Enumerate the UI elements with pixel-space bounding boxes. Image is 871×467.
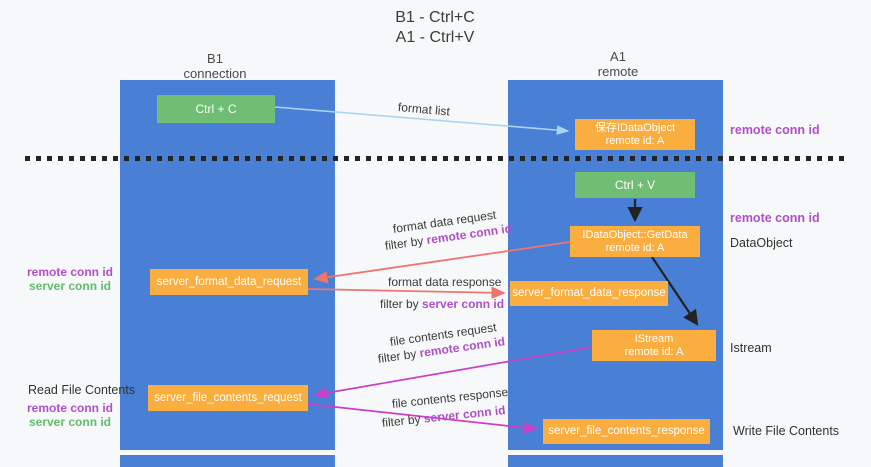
- read-file-contents-annotation: Read File Contents: [28, 383, 136, 397]
- istream-node-label: IStream: [634, 332, 674, 345]
- lane-a1-subtitle: remote: [597, 64, 639, 79]
- idataobject-getdata-node: IDataObject::GetData remote id: A: [570, 226, 700, 257]
- filter-by-text-2: filter by: [380, 297, 419, 311]
- dataobject-annotation: DataObject: [730, 236, 793, 250]
- lane-b1-title: B1: [207, 51, 223, 66]
- remote-conn-id-annotation-1: remote conn id: [730, 123, 820, 137]
- lane-b1-subtitle: connection: [183, 66, 247, 81]
- server-format-data-request-label: server_format_data_request: [156, 275, 302, 288]
- remote-conn-id-annotation-left-1: remote conn id: [26, 265, 113, 279]
- remote-conn-id-annotation-2: remote conn id: [730, 211, 820, 225]
- format-list-arrow-label: format list: [397, 100, 451, 119]
- ctrl-c-node: Ctrl + C: [157, 95, 275, 123]
- filter-by-text-3: filter by: [377, 346, 418, 366]
- write-file-contents-annotation: Write File Contents: [733, 424, 840, 438]
- ctrl-v-node: Ctrl + V: [575, 172, 695, 198]
- save-idataobject-remote-id: remote id: A: [605, 134, 665, 147]
- server-format-data-response-label: server_format_data_response: [512, 287, 666, 299]
- ctrl-c-label: Ctrl + C: [195, 102, 237, 116]
- istream-remote-id: remote id: A: [624, 345, 684, 358]
- filter-by-text-4: filter by: [381, 411, 422, 430]
- save-idataobject-node: 保存IDataObject remote id: A: [575, 119, 695, 150]
- filter-by-server-conn-id-label-1: filter by server conn id: [380, 297, 504, 311]
- left-conn-id-stack-2: remote conn id server conn id: [20, 401, 120, 429]
- title-line-2: A1 - Ctrl+V: [395, 29, 475, 46]
- server-file-contents-response-node: server_file_contents_response: [543, 419, 710, 444]
- getdata-remote-id: remote id: A: [605, 241, 665, 254]
- server-format-data-response-node: server_format_data_response: [510, 281, 668, 306]
- server-conn-id-annotation-left-1: server conn id: [28, 279, 112, 293]
- lane-a1-bottom-strip: [508, 455, 723, 467]
- lane-header-b1: B1 connection: [150, 51, 280, 81]
- istream-annotation: Istream: [730, 341, 772, 355]
- server-file-contents-request-label: server_file_contents_request: [154, 391, 302, 404]
- save-idataobject-label: 保存IDataObject: [594, 121, 676, 134]
- lane-header-a1: A1 remote: [553, 49, 683, 79]
- remote-conn-id-annotation-left-2: remote conn id: [26, 401, 113, 415]
- ctrl-v-label: Ctrl + V: [614, 178, 656, 192]
- server-file-contents-request-node: server_file_contents_request: [148, 385, 308, 411]
- left-conn-id-stack-1: remote conn id server conn id: [20, 265, 120, 293]
- getdata-label: IDataObject::GetData: [582, 228, 688, 241]
- title-line-1: B1 - Ctrl+C: [395, 9, 475, 26]
- server-conn-id-filter-text-1: server conn id: [422, 297, 505, 311]
- format-data-response-arrow-label: format data response: [388, 275, 502, 289]
- format-data-response-arrow: [307, 286, 506, 300]
- istream-node: IStream remote id: A: [592, 330, 716, 361]
- dashed-separator-line: [25, 156, 845, 161]
- server-file-contents-response-label: server_file_contents_response: [548, 425, 705, 437]
- filter-by-text: filter by: [384, 233, 425, 253]
- lane-a1-title: A1: [610, 49, 626, 64]
- server-conn-id-annotation-left-2: server conn id: [28, 415, 112, 429]
- lane-b1-bottom-strip: [120, 455, 335, 467]
- server-format-data-request-node: server_format_data_request: [150, 269, 308, 295]
- diagram-title: B1 - Ctrl+C A1 - Ctrl+V: [300, 8, 570, 48]
